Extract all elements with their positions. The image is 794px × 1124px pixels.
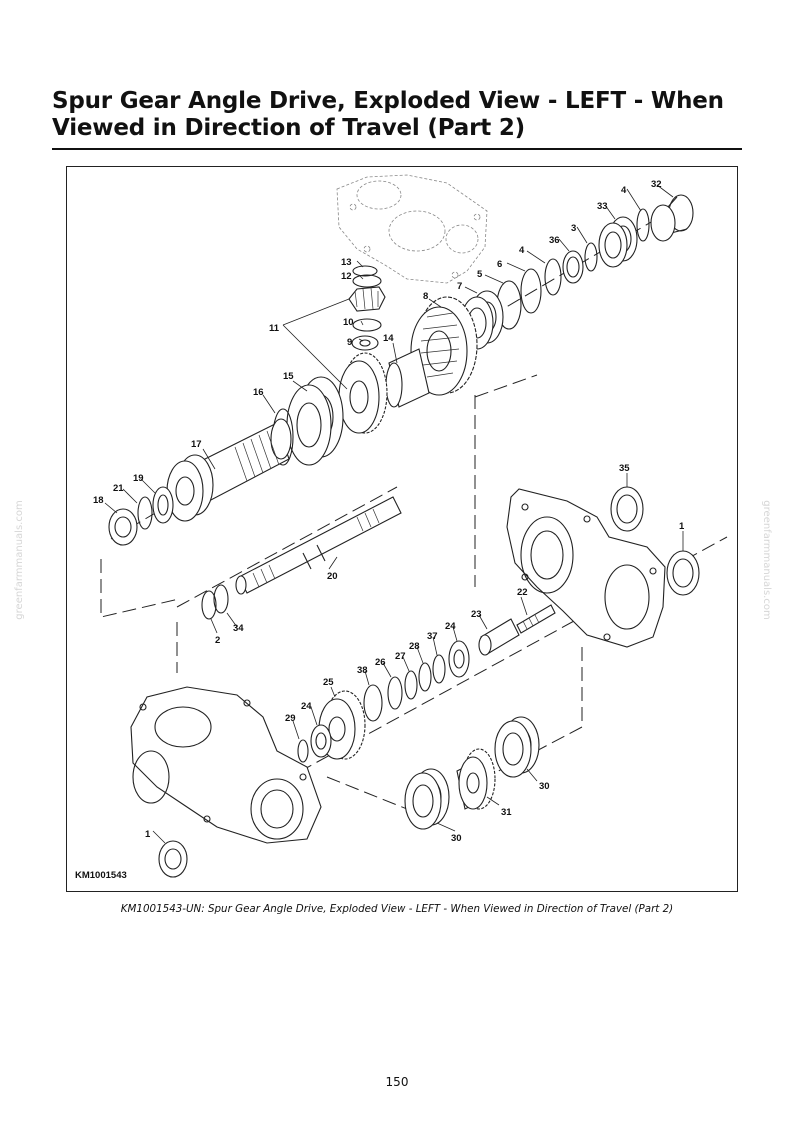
ring-28 xyxy=(418,662,432,692)
snap-ring-4-upper xyxy=(636,208,650,242)
housing-lower-left xyxy=(130,686,322,844)
callout-18: 18 xyxy=(93,495,104,506)
callout-3: 3 xyxy=(571,223,576,234)
spur-gear-8 xyxy=(410,296,478,396)
exploded-view-figure: 32 4 33 3 36 4 6 5 7 8 13 12 11 10 9 14 … xyxy=(66,166,738,892)
callout-labels: 32 4 33 3 36 4 6 5 7 8 13 12 11 10 9 14 … xyxy=(93,179,685,844)
callout-1-upper: 1 xyxy=(679,521,685,532)
snap-ring-29 xyxy=(297,739,309,763)
callout-29: 29 xyxy=(285,713,296,724)
callout-33: 33 xyxy=(597,201,608,212)
spacer-36 xyxy=(562,250,584,284)
callout-31: 31 xyxy=(501,807,512,818)
callout-24-lower: 24 xyxy=(301,701,312,712)
ring-2 xyxy=(201,590,217,620)
callout-14: 14 xyxy=(383,333,394,344)
callout-1-lower: 1 xyxy=(145,829,151,840)
sleeve-14 xyxy=(385,348,430,408)
callout-21: 21 xyxy=(113,483,124,494)
watermark-left: greenfarmmanuals.com xyxy=(14,500,25,620)
callout-35: 35 xyxy=(619,463,630,474)
figure-id: KM1001543 xyxy=(75,870,127,881)
snap-ring-4-lower xyxy=(544,258,562,296)
ring-37 xyxy=(432,654,446,684)
callout-5: 5 xyxy=(477,269,483,280)
callout-15: 15 xyxy=(283,371,294,382)
callout-7: 7 xyxy=(457,281,462,292)
assembly-axis-middle xyxy=(176,486,398,608)
callout-11: 11 xyxy=(269,323,280,334)
callout-6: 6 xyxy=(497,259,502,270)
leader-lines xyxy=(104,184,684,844)
ring-13 xyxy=(352,265,378,277)
callout-20: 20 xyxy=(327,571,338,582)
callout-38: 38 xyxy=(357,665,368,676)
housing-cover-ghost xyxy=(336,174,488,284)
assembly-axis-connector xyxy=(474,374,538,587)
gear-9 xyxy=(351,335,379,351)
callout-13: 13 xyxy=(341,257,352,268)
callout-26: 26 xyxy=(375,657,386,668)
housing-upper-right xyxy=(506,488,666,648)
callout-10: 10 xyxy=(343,317,354,328)
bearing-24-lower xyxy=(310,724,332,758)
seal-1-upper xyxy=(666,550,700,596)
callout-8: 8 xyxy=(423,291,428,302)
callout-30-lower: 30 xyxy=(451,833,462,844)
bevel-gear-upper xyxy=(348,286,386,312)
sleeve-23 xyxy=(478,618,520,656)
ring-34 xyxy=(213,584,229,614)
callout-4-upper: 4 xyxy=(621,185,627,196)
bearing-30-lower xyxy=(404,768,450,830)
callout-28: 28 xyxy=(409,641,420,652)
callout-2: 2 xyxy=(215,635,220,646)
seal-18 xyxy=(108,508,138,546)
callout-23: 23 xyxy=(471,609,482,620)
page-title: Spur Gear Angle Drive, Exploded View - L… xyxy=(52,88,724,141)
callout-36: 36 xyxy=(549,235,560,246)
gear-11 xyxy=(338,352,388,434)
ring-38 xyxy=(363,684,383,722)
callout-32: 32 xyxy=(651,179,662,190)
seal-35 xyxy=(610,486,644,532)
callout-25: 25 xyxy=(323,677,334,688)
snap-ring-21 xyxy=(137,496,153,530)
ring-26 xyxy=(387,676,403,710)
exploded-view-drawing: 32 4 33 3 36 4 6 5 7 8 13 12 11 10 9 14 … xyxy=(93,174,728,878)
bushing-32 xyxy=(650,194,694,242)
washer-10 xyxy=(352,318,382,332)
threaded-shaft-22 xyxy=(516,604,556,634)
title-rule xyxy=(52,148,742,150)
callout-4-lower: 4 xyxy=(519,245,525,256)
ring-19 xyxy=(152,486,174,524)
seal-1-lower xyxy=(158,840,188,878)
bearing-24-upper xyxy=(448,640,470,678)
gear-25 xyxy=(318,690,366,760)
gear-31 xyxy=(456,748,496,810)
bearing-30-upper xyxy=(494,716,540,778)
figure-caption: KM1001543-UN: Spur Gear Angle Drive, Exp… xyxy=(120,903,674,915)
bearing-33 xyxy=(598,216,638,268)
assembly-axis-left xyxy=(100,559,180,618)
shaft-20 xyxy=(235,496,402,595)
callout-34: 34 xyxy=(233,623,244,634)
callout-16: 16 xyxy=(253,387,264,398)
splined-shaft-17 xyxy=(166,418,292,522)
callout-37: 37 xyxy=(427,631,438,642)
ring-3 xyxy=(584,242,598,272)
callout-19: 19 xyxy=(133,473,144,484)
ring-27 xyxy=(404,670,418,700)
callout-22: 22 xyxy=(517,587,528,598)
callout-17: 17 xyxy=(191,439,202,450)
page-number: 150 xyxy=(385,1075,409,1089)
bearing-15 xyxy=(286,376,344,466)
callout-27: 27 xyxy=(395,651,406,662)
callout-30-right: 30 xyxy=(539,781,550,792)
callout-12: 12 xyxy=(341,271,352,282)
washer-12 xyxy=(352,274,382,288)
callout-9: 9 xyxy=(347,337,352,348)
ring-6 xyxy=(520,268,542,314)
watermark-right: greenfarmmanuals.com xyxy=(761,500,772,620)
callout-24-upper: 24 xyxy=(445,621,456,632)
